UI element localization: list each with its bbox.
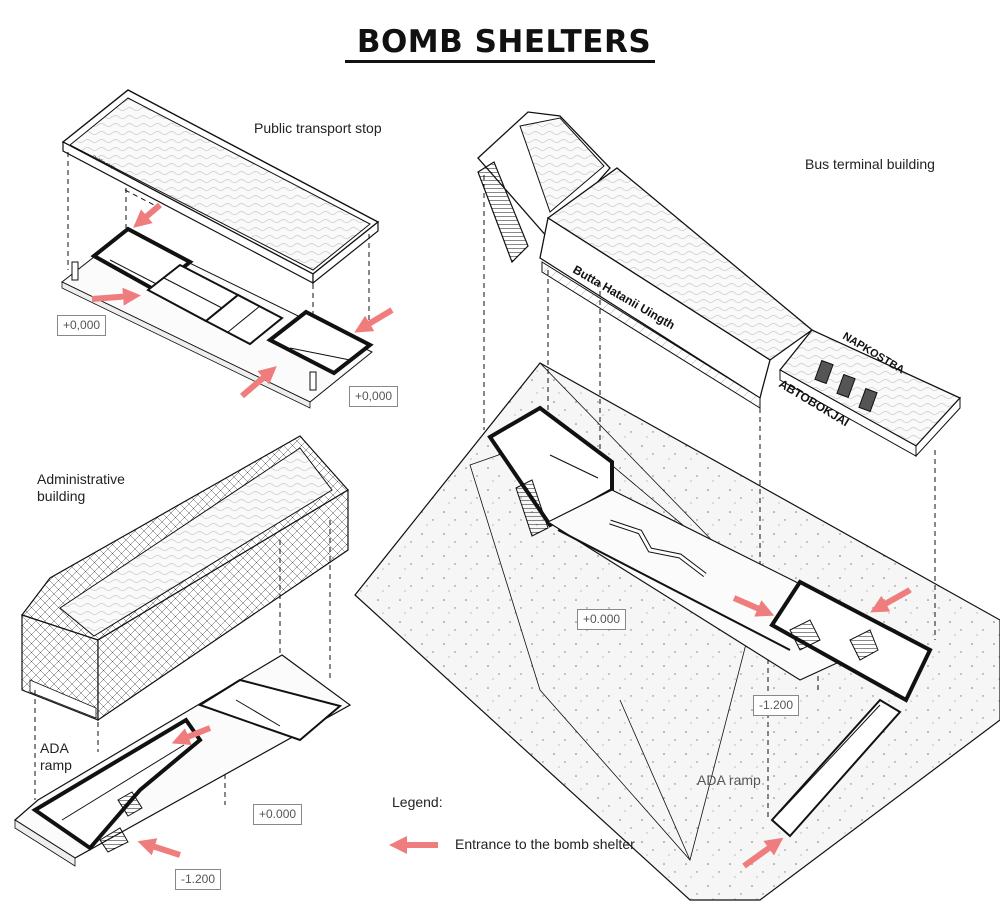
admin-upper-volume (21, 435, 349, 722)
legend-entrance-text: Entrance to the bomb shelter (455, 836, 635, 852)
administrative-building (13, 435, 352, 867)
legend-heading: Legend: (392, 794, 443, 810)
page-title: BOMB SHELTERS (0, 24, 1000, 63)
stop-floor-plan (61, 226, 374, 409)
level-tag-terminal-shelter: -1.200 (753, 695, 800, 716)
level-tag-admin-ground: +0.000 (253, 804, 303, 825)
terminal-shelter-plan (487, 405, 933, 838)
label-ada-ramp-right: ADA ramp (697, 772, 761, 788)
level-tag-stop-right: +0,000 (349, 386, 399, 407)
stop-roof: Public stop (61, 89, 380, 285)
level-tag-terminal-ground: +0.000 (577, 609, 627, 630)
bus-terminal-building: Butta Hatanii Uingth ABTOBOKJAI NAPKOSTB… (354, 111, 1000, 901)
label-public-transport-stop: Public transport stop (254, 120, 382, 136)
admin-projection-lines (34, 520, 331, 805)
terminal-upper-volume: Butta Hatanii Uingth ABTOBOKJAI NAPKOSTB… (477, 111, 962, 458)
label-administrative-building: Administrative building (37, 471, 125, 504)
level-tag-stop-left: +0,000 (57, 315, 107, 336)
admin-entrance-arrows (137, 725, 212, 858)
terminal-projection-lines (483, 175, 936, 820)
admin-shelter-plan (13, 654, 352, 867)
label-bus-terminal: Bus terminal building (805, 156, 935, 172)
public-transport-stop: Public stop (61, 89, 394, 409)
label-ada-ramp-left: ADA ramp (40, 740, 72, 773)
terminal-entrance-arrows (732, 587, 912, 869)
level-tag-admin-shelter: -1.200 (175, 869, 222, 890)
stop-entrance-arrows (91, 202, 394, 399)
